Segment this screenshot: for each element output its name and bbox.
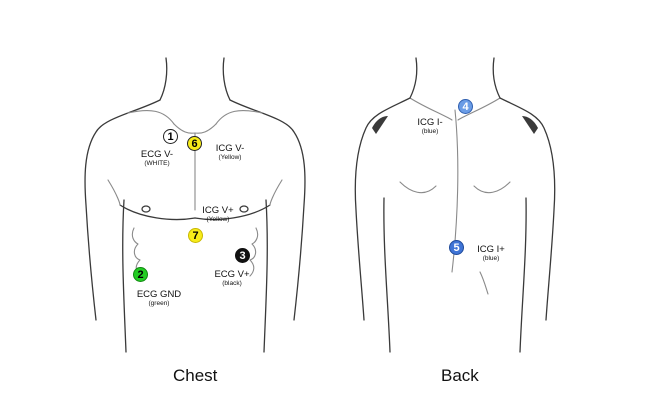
electrode-3-label: ECG V+ (black) [209, 270, 255, 287]
electrode-6-color: (Yellow) [218, 153, 242, 161]
electrode-5-name: ICG I+ [477, 244, 505, 255]
electrode-2-color: (green) [148, 299, 170, 307]
electrode-1-label: ECG V- (WHITE) [135, 150, 179, 167]
electrode-5-marker: 5 [449, 240, 464, 255]
electrode-1-color: (WHITE) [144, 159, 170, 167]
electrode-4-label: ICG I- (blue) [410, 118, 450, 135]
electrode-7-color: (Yellow) [206, 215, 230, 223]
electrode-1-number: 1 [167, 131, 174, 143]
electrode-1-name: ECG V- [140, 149, 174, 160]
electrode-6-name: ICG V- [215, 143, 245, 154]
back-outline [354, 57, 556, 353]
electrode-4-color: (blue) [421, 127, 439, 135]
electrode-6-number: 6 [191, 138, 198, 150]
electrode-5-color: (blue) [482, 254, 500, 262]
electrode-7-name: ICG V+ [202, 205, 234, 216]
electrode-2-number: 2 [137, 269, 144, 281]
electrode-7-label: ICG V+ (Yellow) [195, 206, 241, 223]
back-caption: Back [441, 366, 479, 385]
electrode-3-marker: 3 [235, 248, 250, 263]
electrode-4-marker: 4 [458, 99, 473, 114]
electrode-4-number: 4 [462, 101, 469, 113]
electrode-5-number: 5 [453, 242, 460, 254]
chest-outline [84, 57, 306, 353]
electrode-3-color: (black) [222, 279, 242, 287]
electrode-2-label: ECG GND (green) [132, 290, 186, 307]
chest-caption: Chest [173, 366, 218, 385]
electrode-6-marker: 6 [187, 136, 202, 151]
electrode-1-marker: 1 [163, 129, 178, 144]
electrode-2-name: ECG GND [136, 289, 182, 300]
electrode-2-marker: 2 [133, 267, 148, 282]
electrode-4-name: ICG I- [417, 117, 443, 128]
electrode-5-label: ICG I+ (blue) [470, 245, 512, 262]
electrode-3-name: ECG V+ [214, 269, 250, 280]
electrode-7-marker: 7 [188, 228, 203, 243]
electrode-3-number: 3 [239, 250, 246, 262]
electrode-7-number: 7 [192, 230, 199, 242]
electrode-6-label: ICG V- (Yellow) [206, 144, 254, 161]
